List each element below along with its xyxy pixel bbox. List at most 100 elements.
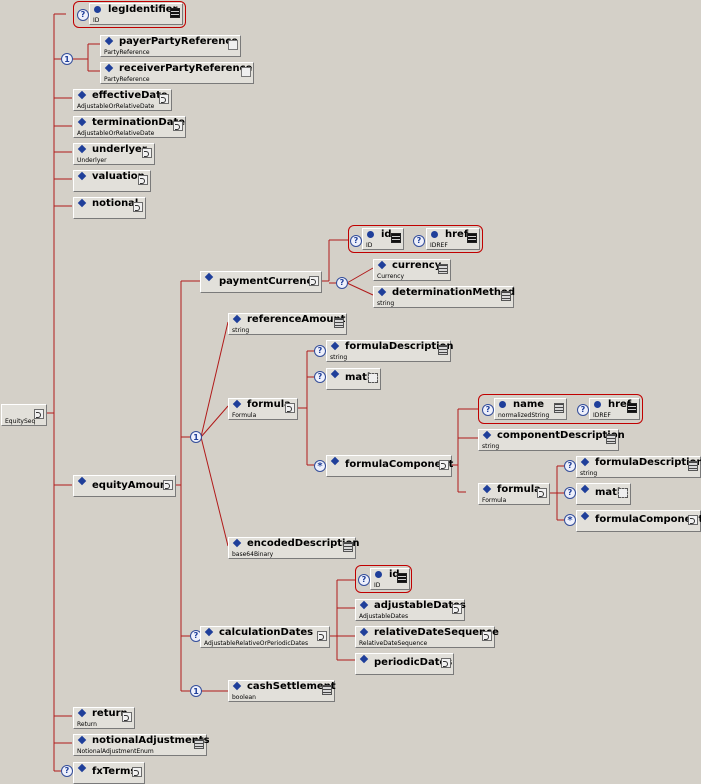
expand-collapse-icon[interactable] bbox=[439, 460, 449, 470]
node-name: formula bbox=[497, 484, 541, 495]
expand-collapse-icon[interactable] bbox=[441, 658, 451, 668]
element-icon bbox=[104, 63, 114, 73]
connector-choice2-children bbox=[200, 321, 229, 547]
element-node-formulaDescription2[interactable]: formulaDescription string bbox=[576, 456, 701, 478]
node-name: adjustableDates bbox=[374, 600, 466, 611]
root-node-equityseq[interactable]: EquitySeq bbox=[1, 404, 47, 426]
simple-type-icon bbox=[397, 573, 407, 583]
optional-icon: ? bbox=[482, 404, 494, 416]
attribute-node-cdId[interactable]: id ID bbox=[370, 568, 410, 590]
element-node-math[interactable]: math bbox=[326, 368, 381, 390]
expand-collapse-icon[interactable] bbox=[138, 175, 148, 185]
element-node-formula2[interactable]: formula Formula bbox=[478, 483, 550, 505]
element-node-fxTerms[interactable]: fxTerms bbox=[73, 762, 145, 784]
element-node-formulaDescription[interactable]: formulaDescription string bbox=[326, 340, 454, 362]
attribute-node-fcName[interactable]: name normalizedString bbox=[494, 398, 567, 420]
element-node-periodicDates[interactable]: periodicDates bbox=[355, 653, 454, 675]
element-node-formula[interactable]: formula Formula bbox=[228, 398, 298, 420]
expand-collapse-icon[interactable] bbox=[132, 767, 142, 777]
choice-icon: 1 bbox=[61, 53, 73, 65]
expand-collapse-icon[interactable] bbox=[163, 480, 173, 490]
connector-equityAmount bbox=[176, 281, 182, 691]
node-name: id bbox=[389, 569, 400, 580]
node-name: legIdentifier bbox=[108, 4, 178, 15]
type-label: ID bbox=[93, 17, 100, 24]
element-icon bbox=[77, 763, 87, 773]
element-node-cashSettlement[interactable]: cashSettlement boolean bbox=[228, 680, 336, 702]
connector-root-children bbox=[54, 97, 72, 772]
node-name: id bbox=[381, 229, 392, 240]
element-node-effectiveDate[interactable]: effectiveDate AdjustableOrRelativeDate bbox=[73, 89, 172, 111]
element-node-notionalAdjustments[interactable]: notionalAdjustments NotionalAdjustmentEn… bbox=[73, 734, 210, 756]
element-node-equityAmount[interactable]: equityAmount bbox=[73, 475, 176, 497]
type-label: string bbox=[330, 354, 348, 361]
expand-collapse-icon[interactable] bbox=[173, 121, 183, 131]
node-name: paymentCurrency bbox=[219, 276, 319, 287]
expand-collapse-icon[interactable] bbox=[688, 515, 698, 525]
type-label: Currency bbox=[377, 273, 405, 280]
element-node-formulaComponent2[interactable]: formulaComponent bbox=[576, 510, 701, 532]
element-icon bbox=[77, 90, 87, 100]
element-node-paymentCurrency[interactable]: paymentCurrency bbox=[200, 271, 322, 293]
simple-type-icon bbox=[501, 291, 511, 301]
attribute-node-legIdentifier[interactable]: legIdentifier ID bbox=[89, 3, 183, 25]
simple-type-icon bbox=[170, 8, 180, 18]
expand-collapse-icon[interactable] bbox=[142, 148, 152, 158]
element-node-notional[interactable]: notional bbox=[73, 197, 146, 219]
attribute-node-fcHref[interactable]: href IDREF bbox=[589, 398, 640, 420]
element-node-payerPartyReference[interactable]: payerPartyReference PartyReference bbox=[100, 35, 241, 57]
element-node-adjustableDates[interactable]: adjustableDates AdjustableDates bbox=[355, 599, 466, 621]
element-node-relativeDateSequence[interactable]: relativeDateSequence RelativeDateSequenc… bbox=[355, 626, 499, 648]
expand-collapse-icon[interactable] bbox=[122, 712, 132, 722]
element-node-calculationDates[interactable]: calculationDates AdjustableRelativeOrPer… bbox=[200, 626, 330, 648]
element-node-math2[interactable]: math bbox=[576, 483, 631, 505]
element-node-componentDescription[interactable]: componentDescription string bbox=[478, 429, 625, 451]
simple-type-icon bbox=[194, 739, 204, 749]
expand-collapse-icon[interactable] bbox=[285, 403, 295, 413]
element-node-referenceAmount[interactable]: referenceAmount string bbox=[228, 313, 347, 335]
element-node-determinationMethod[interactable]: determinationMethod string bbox=[373, 286, 515, 308]
simple-type-icon bbox=[343, 542, 353, 552]
element-icon bbox=[77, 735, 87, 745]
element-node-receiverPartyReference[interactable]: receiverPartyReference PartyReference bbox=[100, 62, 254, 84]
attribute-node-pcId[interactable]: id ID bbox=[362, 228, 404, 250]
expand-collapse-icon[interactable] bbox=[133, 202, 143, 212]
type-label: string bbox=[232, 327, 250, 334]
node-name: fxTerms bbox=[92, 766, 137, 777]
node-name: payerPartyReference bbox=[119, 36, 239, 47]
node-name: href bbox=[608, 399, 632, 410]
expand-collapse-icon[interactable] bbox=[537, 488, 547, 498]
optional-icon: ? bbox=[564, 487, 576, 499]
type-label: PartyReference bbox=[104, 76, 150, 83]
type-label: IDREF bbox=[430, 242, 448, 249]
element-node-return[interactable]: return Return bbox=[73, 707, 135, 729]
expand-collapse-icon[interactable] bbox=[452, 604, 462, 614]
element-node-currency[interactable]: currency Currency bbox=[373, 259, 451, 281]
element-icon bbox=[204, 272, 214, 282]
attribute-icon bbox=[594, 401, 601, 408]
element-node-terminationDate[interactable]: terminationDate AdjustableOrRelativeDate bbox=[73, 116, 186, 138]
expand-collapse-icon[interactable] bbox=[159, 94, 169, 104]
element-node-formulaComponent[interactable]: formulaComponent bbox=[326, 455, 454, 477]
optional-icon: ? bbox=[77, 9, 89, 21]
expand-collapse-icon[interactable] bbox=[482, 631, 492, 641]
node-name: effectiveDate bbox=[92, 90, 168, 101]
expand-collapse-icon[interactable] bbox=[317, 631, 327, 641]
element-node-valuation[interactable]: valuation bbox=[73, 170, 151, 192]
expand-collapse-icon[interactable] bbox=[34, 409, 44, 419]
expand-collapse-icon[interactable] bbox=[309, 276, 319, 286]
node-name: terminationDate bbox=[92, 117, 186, 128]
simple-type-icon bbox=[688, 461, 698, 471]
type-label: boolean bbox=[232, 694, 256, 701]
any-content-icon bbox=[618, 488, 628, 498]
element-node-encodedDescription[interactable]: encodedDescription base64Binary bbox=[228, 537, 359, 559]
type-label: AdjustableOrRelativeDate bbox=[77, 103, 155, 110]
type-label: normalizedString bbox=[498, 412, 550, 419]
element-node-underlyer[interactable]: underlyer Underlyer bbox=[73, 143, 155, 165]
attribute-node-pcHref[interactable]: href IDREF bbox=[426, 228, 480, 250]
attribute-icon bbox=[94, 6, 101, 13]
node-name: formulaComponent bbox=[345, 459, 454, 470]
attribute-icon bbox=[431, 231, 438, 238]
node-name: notional bbox=[92, 198, 139, 209]
complex-type-icon bbox=[228, 40, 238, 50]
